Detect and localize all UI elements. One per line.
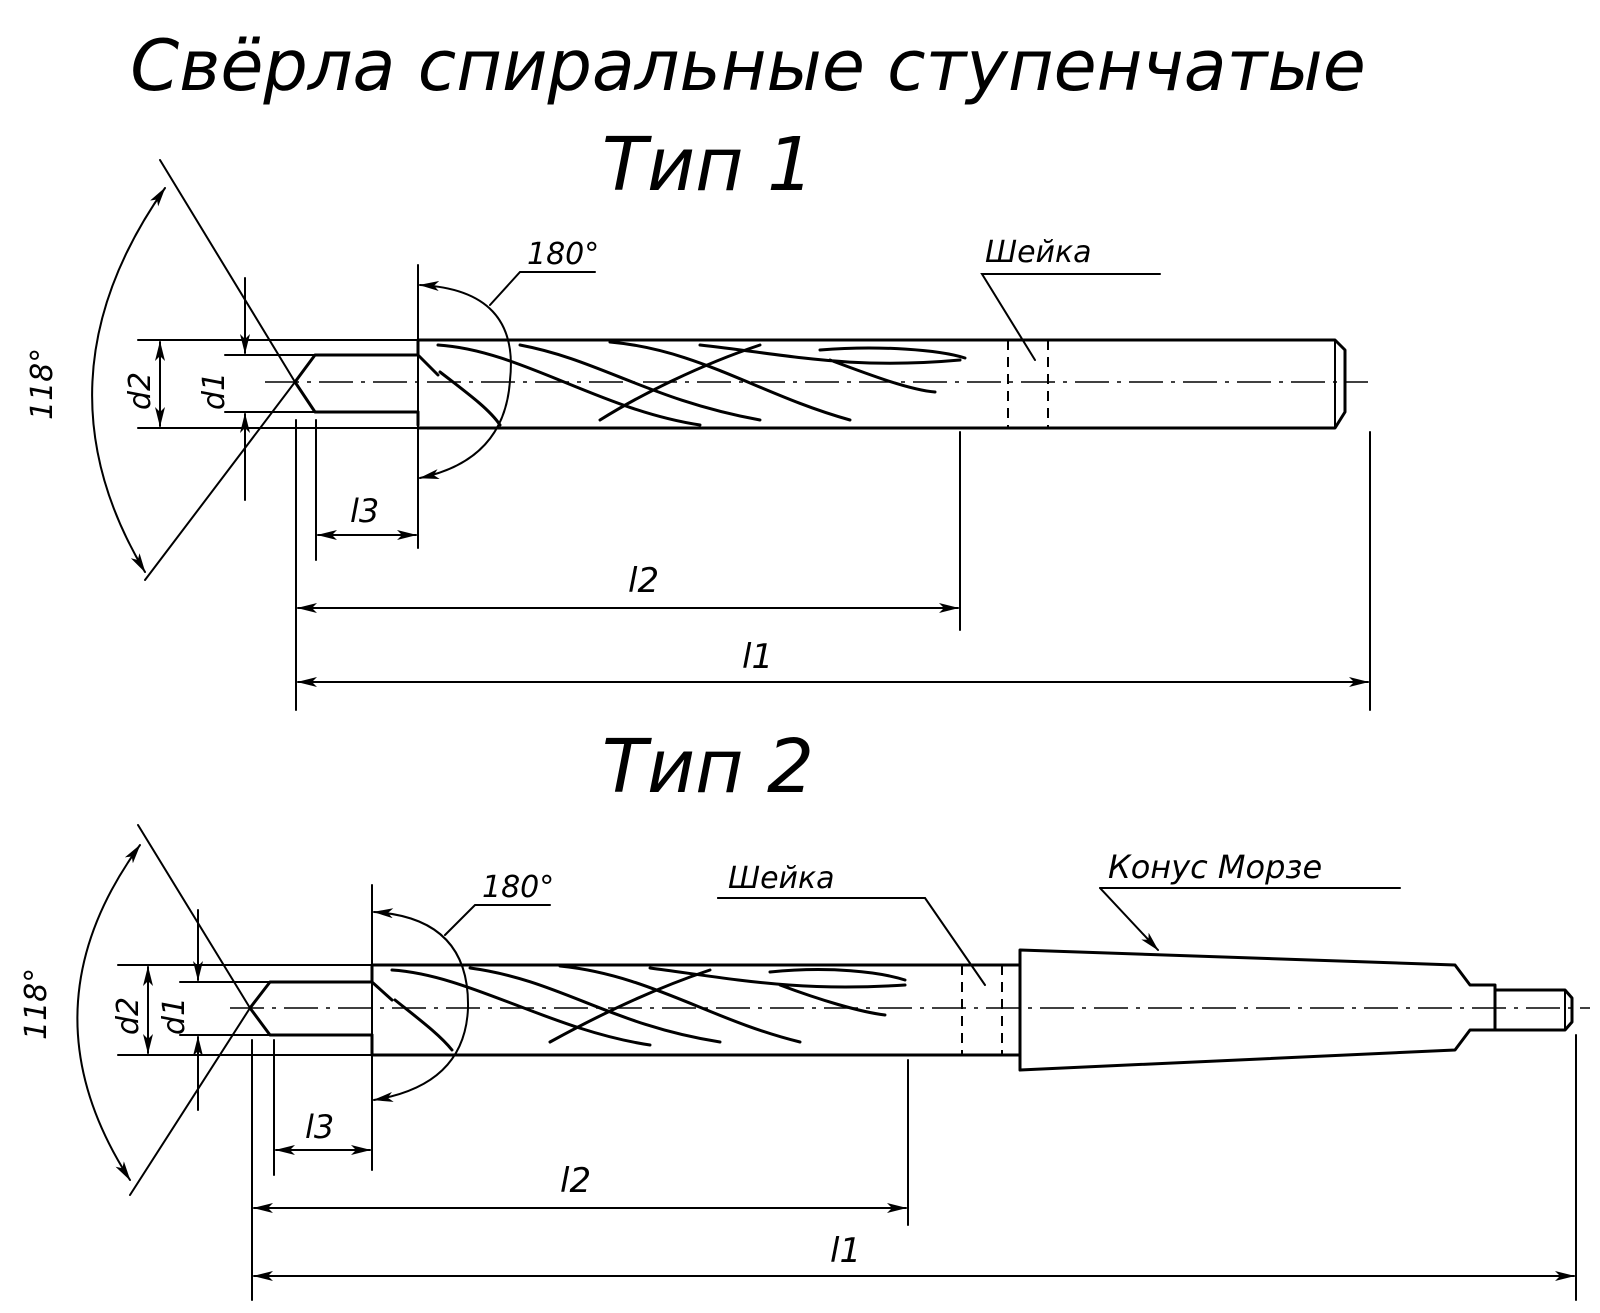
type2-angle-180: 180° bbox=[371, 870, 554, 1171]
type1-diameter-dims: d2 d1 bbox=[123, 277, 419, 501]
type2-morse-callout: Конус Морзе bbox=[1099, 848, 1401, 951]
type1-l2-label: l2 bbox=[628, 561, 659, 601]
type1-step-tip bbox=[293, 353, 420, 414]
type2-morse-label: Конус Морзе bbox=[1108, 848, 1322, 886]
type2-l3-label: l3 bbox=[305, 1108, 334, 1146]
type2-l2-label: l2 bbox=[560, 1161, 591, 1201]
type1-flutes bbox=[436, 340, 967, 427]
type1-d2-label: d2 bbox=[123, 372, 158, 410]
type1-l1-label: l1 bbox=[742, 637, 773, 677]
type1-d1-label: d1 bbox=[197, 372, 232, 410]
type1-l3-label: l3 bbox=[350, 492, 379, 530]
type2-flutes bbox=[390, 964, 907, 1047]
type2-neck-label: Шейка bbox=[728, 861, 835, 896]
type2-morse-taper bbox=[1018, 948, 1497, 1072]
type1-angle-point-label: 118° bbox=[25, 348, 60, 420]
type1-angle-step-label: 180° bbox=[527, 237, 599, 272]
type1-length-dims: l3 l2 l1 bbox=[295, 419, 1371, 711]
type1-drill bbox=[265, 338, 1368, 430]
type2-d1-label: d1 bbox=[157, 997, 192, 1035]
type2-tang bbox=[1493, 988, 1574, 1032]
type1-angle-118: 118° bbox=[25, 159, 296, 581]
type2-l1-label: l1 bbox=[830, 1231, 861, 1271]
type2-length-dims: l3 l2 l1 bbox=[251, 1034, 1577, 1301]
type2-heading: Тип 2 bbox=[602, 724, 814, 810]
type1-body-outline bbox=[416, 338, 1347, 430]
type2-drill bbox=[230, 948, 1590, 1072]
type2-flute-edge bbox=[393, 968, 712, 1052]
type2-neck-callout: Шейка bbox=[717, 861, 986, 986]
type1-neck-label: Шейка bbox=[985, 235, 1092, 270]
type1-heading: Тип 1 bbox=[602, 122, 814, 208]
type2-angle-point-label: 118° bbox=[19, 968, 54, 1040]
type2-angle-step-label: 180° bbox=[482, 870, 554, 905]
type2-angle-118: 118° bbox=[19, 824, 251, 1196]
type2-body bbox=[370, 963, 1022, 1057]
type2-neck bbox=[961, 965, 1003, 1055]
drawing-title: Свёрла спиральные ступенчатые bbox=[130, 25, 1366, 107]
type1-neck bbox=[1007, 340, 1049, 428]
type1-angle-180: 180° bbox=[417, 237, 599, 549]
type2-shoulder bbox=[370, 963, 394, 1057]
type2-diameter-dims: d2 d1 bbox=[111, 909, 373, 1111]
type2-d2-label: d2 bbox=[111, 997, 146, 1035]
type1-neck-callout: Шейка bbox=[980, 235, 1161, 361]
type1-flute-edge bbox=[438, 343, 762, 427]
